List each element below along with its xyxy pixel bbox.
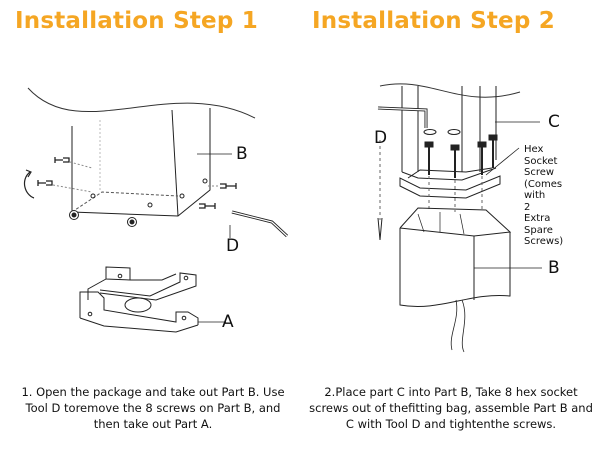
label-tool-d-step2: D xyxy=(374,128,388,148)
step1-title: Installation Step 1 xyxy=(15,8,258,34)
part-b-column-step2 xyxy=(399,207,542,353)
tool-d-allen-key-step1 xyxy=(229,210,289,238)
step1-screws xyxy=(23,157,237,227)
label-part-a: A xyxy=(222,312,234,332)
assembly-guide-lines xyxy=(379,140,483,220)
part-a-bracket xyxy=(79,266,226,333)
part-b-column-step1 xyxy=(71,108,211,217)
step2-caption: 2.Place part C into Part B, Take 8 hex s… xyxy=(309,385,593,431)
label-part-b-step2: B xyxy=(548,258,560,278)
label-tool-d-step1: D xyxy=(226,236,240,256)
hex-socket-screws xyxy=(424,134,520,178)
step2-title: Installation Step 2 xyxy=(312,8,555,34)
part-c-insert xyxy=(399,86,501,199)
step1-caption: 1. Open the package and take out Part B.… xyxy=(21,385,285,431)
hex-screw-note: Hex Socket Screw (Comes with 2 Extra Spa… xyxy=(524,144,564,247)
label-part-b-step1: B xyxy=(236,144,248,164)
label-part-c: C xyxy=(548,112,560,132)
tool-d-allen-key-step2 xyxy=(377,106,540,128)
step1-break-line xyxy=(27,87,256,119)
